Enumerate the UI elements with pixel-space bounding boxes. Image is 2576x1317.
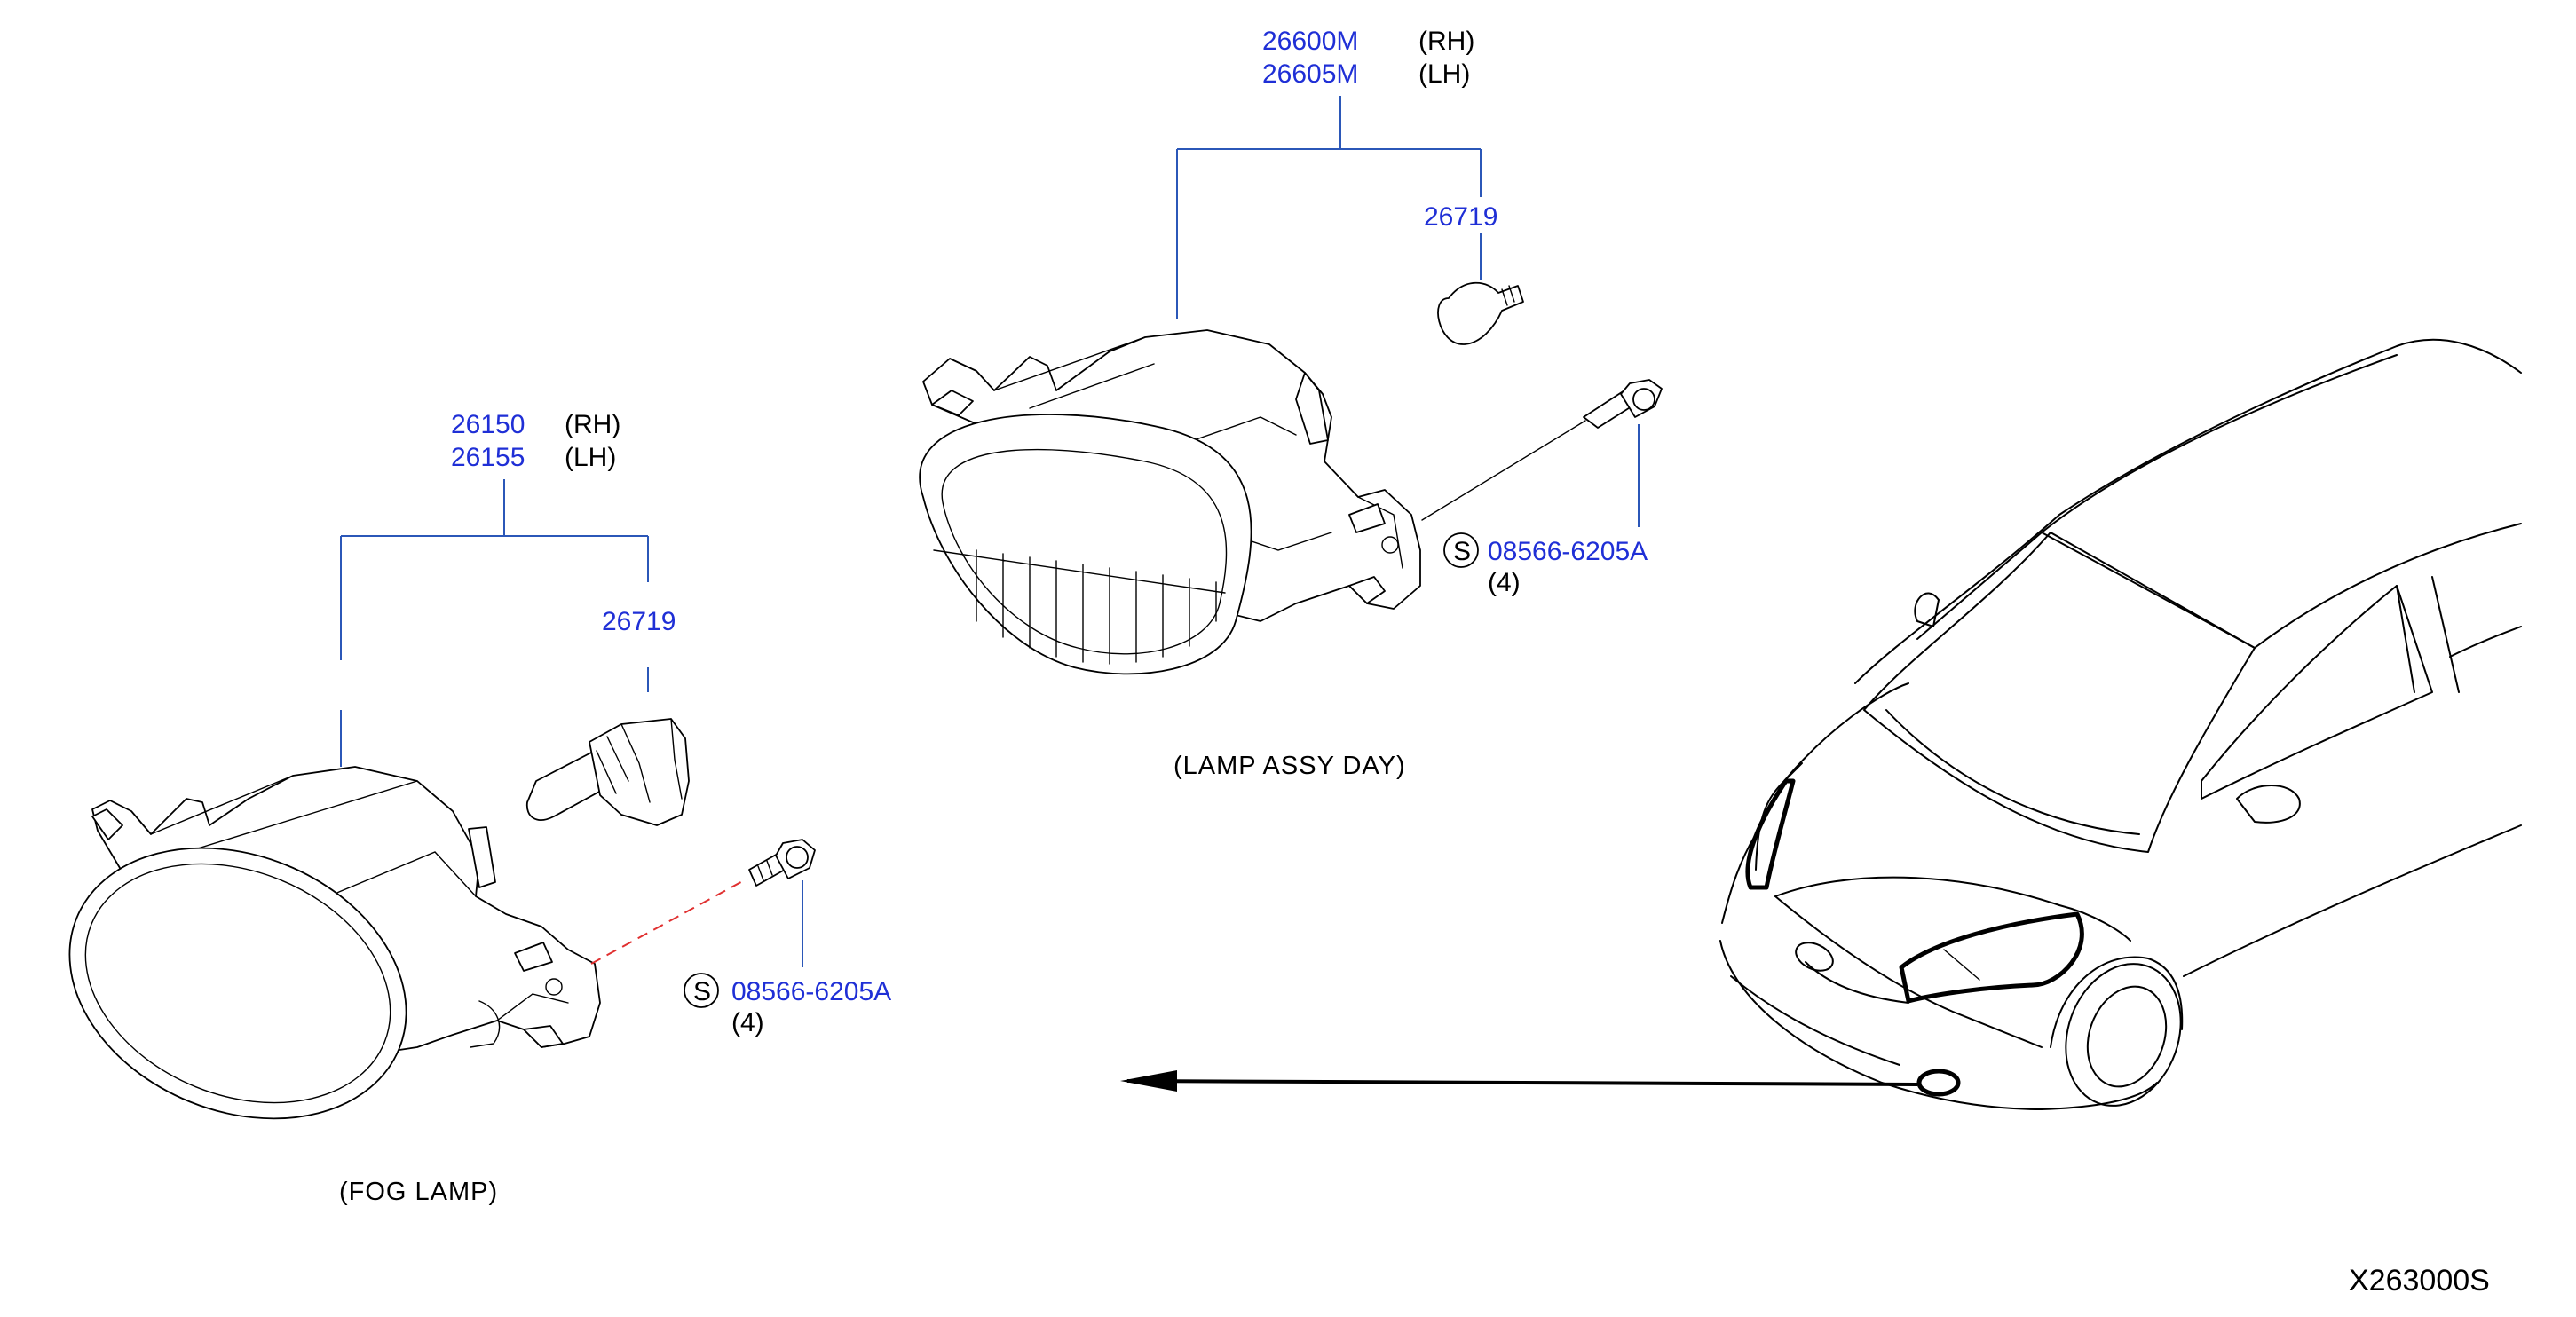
bolt-marker-circle [1443, 532, 1479, 568]
day-bolt-icon [1421, 379, 1663, 521]
bolt-marker-s-fog: S [693, 977, 711, 1006]
part-number-26719-day[interactable]: 26719 [1424, 202, 1497, 232]
part-number-26150[interactable]: 26150 [451, 410, 525, 439]
fog-bolt-dashed-line [590, 878, 748, 965]
day-lamp-housing-icon [919, 329, 1421, 675]
part-number-26155[interactable]: 26155 [451, 443, 525, 472]
bolt-quantity-day: (4) [1488, 568, 1521, 597]
part-number-bolt-day[interactable]: 08566-6205A [1488, 537, 1648, 566]
side-lh-label: (LH) [1418, 59, 1470, 89]
fog-bulb-icon [525, 718, 690, 826]
fog-lamp-group: 26150 (RH) 26155 (LH) 26719 [68, 410, 891, 1206]
side-rh-label-fog: (RH) [565, 410, 620, 439]
bolt-marker-circle-fog [684, 973, 719, 1008]
side-lh-label-fog: (LH) [565, 443, 616, 472]
day-lamp-leader [1176, 96, 1482, 319]
part-number-26605m[interactable]: 26605M [1262, 59, 1358, 89]
day-lamp-group: 26600M (RH) 26605M (LH) 26719 [919, 27, 1663, 780]
fog-lamp-housing-icon [68, 766, 601, 1120]
diagram-code: X263000S [2349, 1264, 2490, 1297]
part-number-26719-fog[interactable]: 26719 [602, 607, 676, 636]
part-number-26600m[interactable]: 26600M [1262, 27, 1358, 56]
vehicle-front-view-icon [1719, 338, 2522, 1110]
fog-bolt-icon [748, 839, 816, 887]
side-rh-label: (RH) [1418, 27, 1474, 56]
location-arrow [1120, 1070, 1918, 1092]
day-bulb-icon [1437, 281, 1524, 345]
fog-lamp-leader [340, 479, 649, 767]
bolt-quantity-fog: (4) [731, 1008, 764, 1037]
day-lamp-caption: (LAMP ASSY DAY) [1173, 752, 1406, 780]
bolt-marker-s: S [1453, 537, 1471, 566]
fog-lamp-caption: (FOG LAMP) [339, 1178, 498, 1206]
part-number-bolt-fog[interactable]: 08566-6205A [731, 977, 891, 1006]
fog-lamp-location-ring [1916, 1069, 1961, 1097]
